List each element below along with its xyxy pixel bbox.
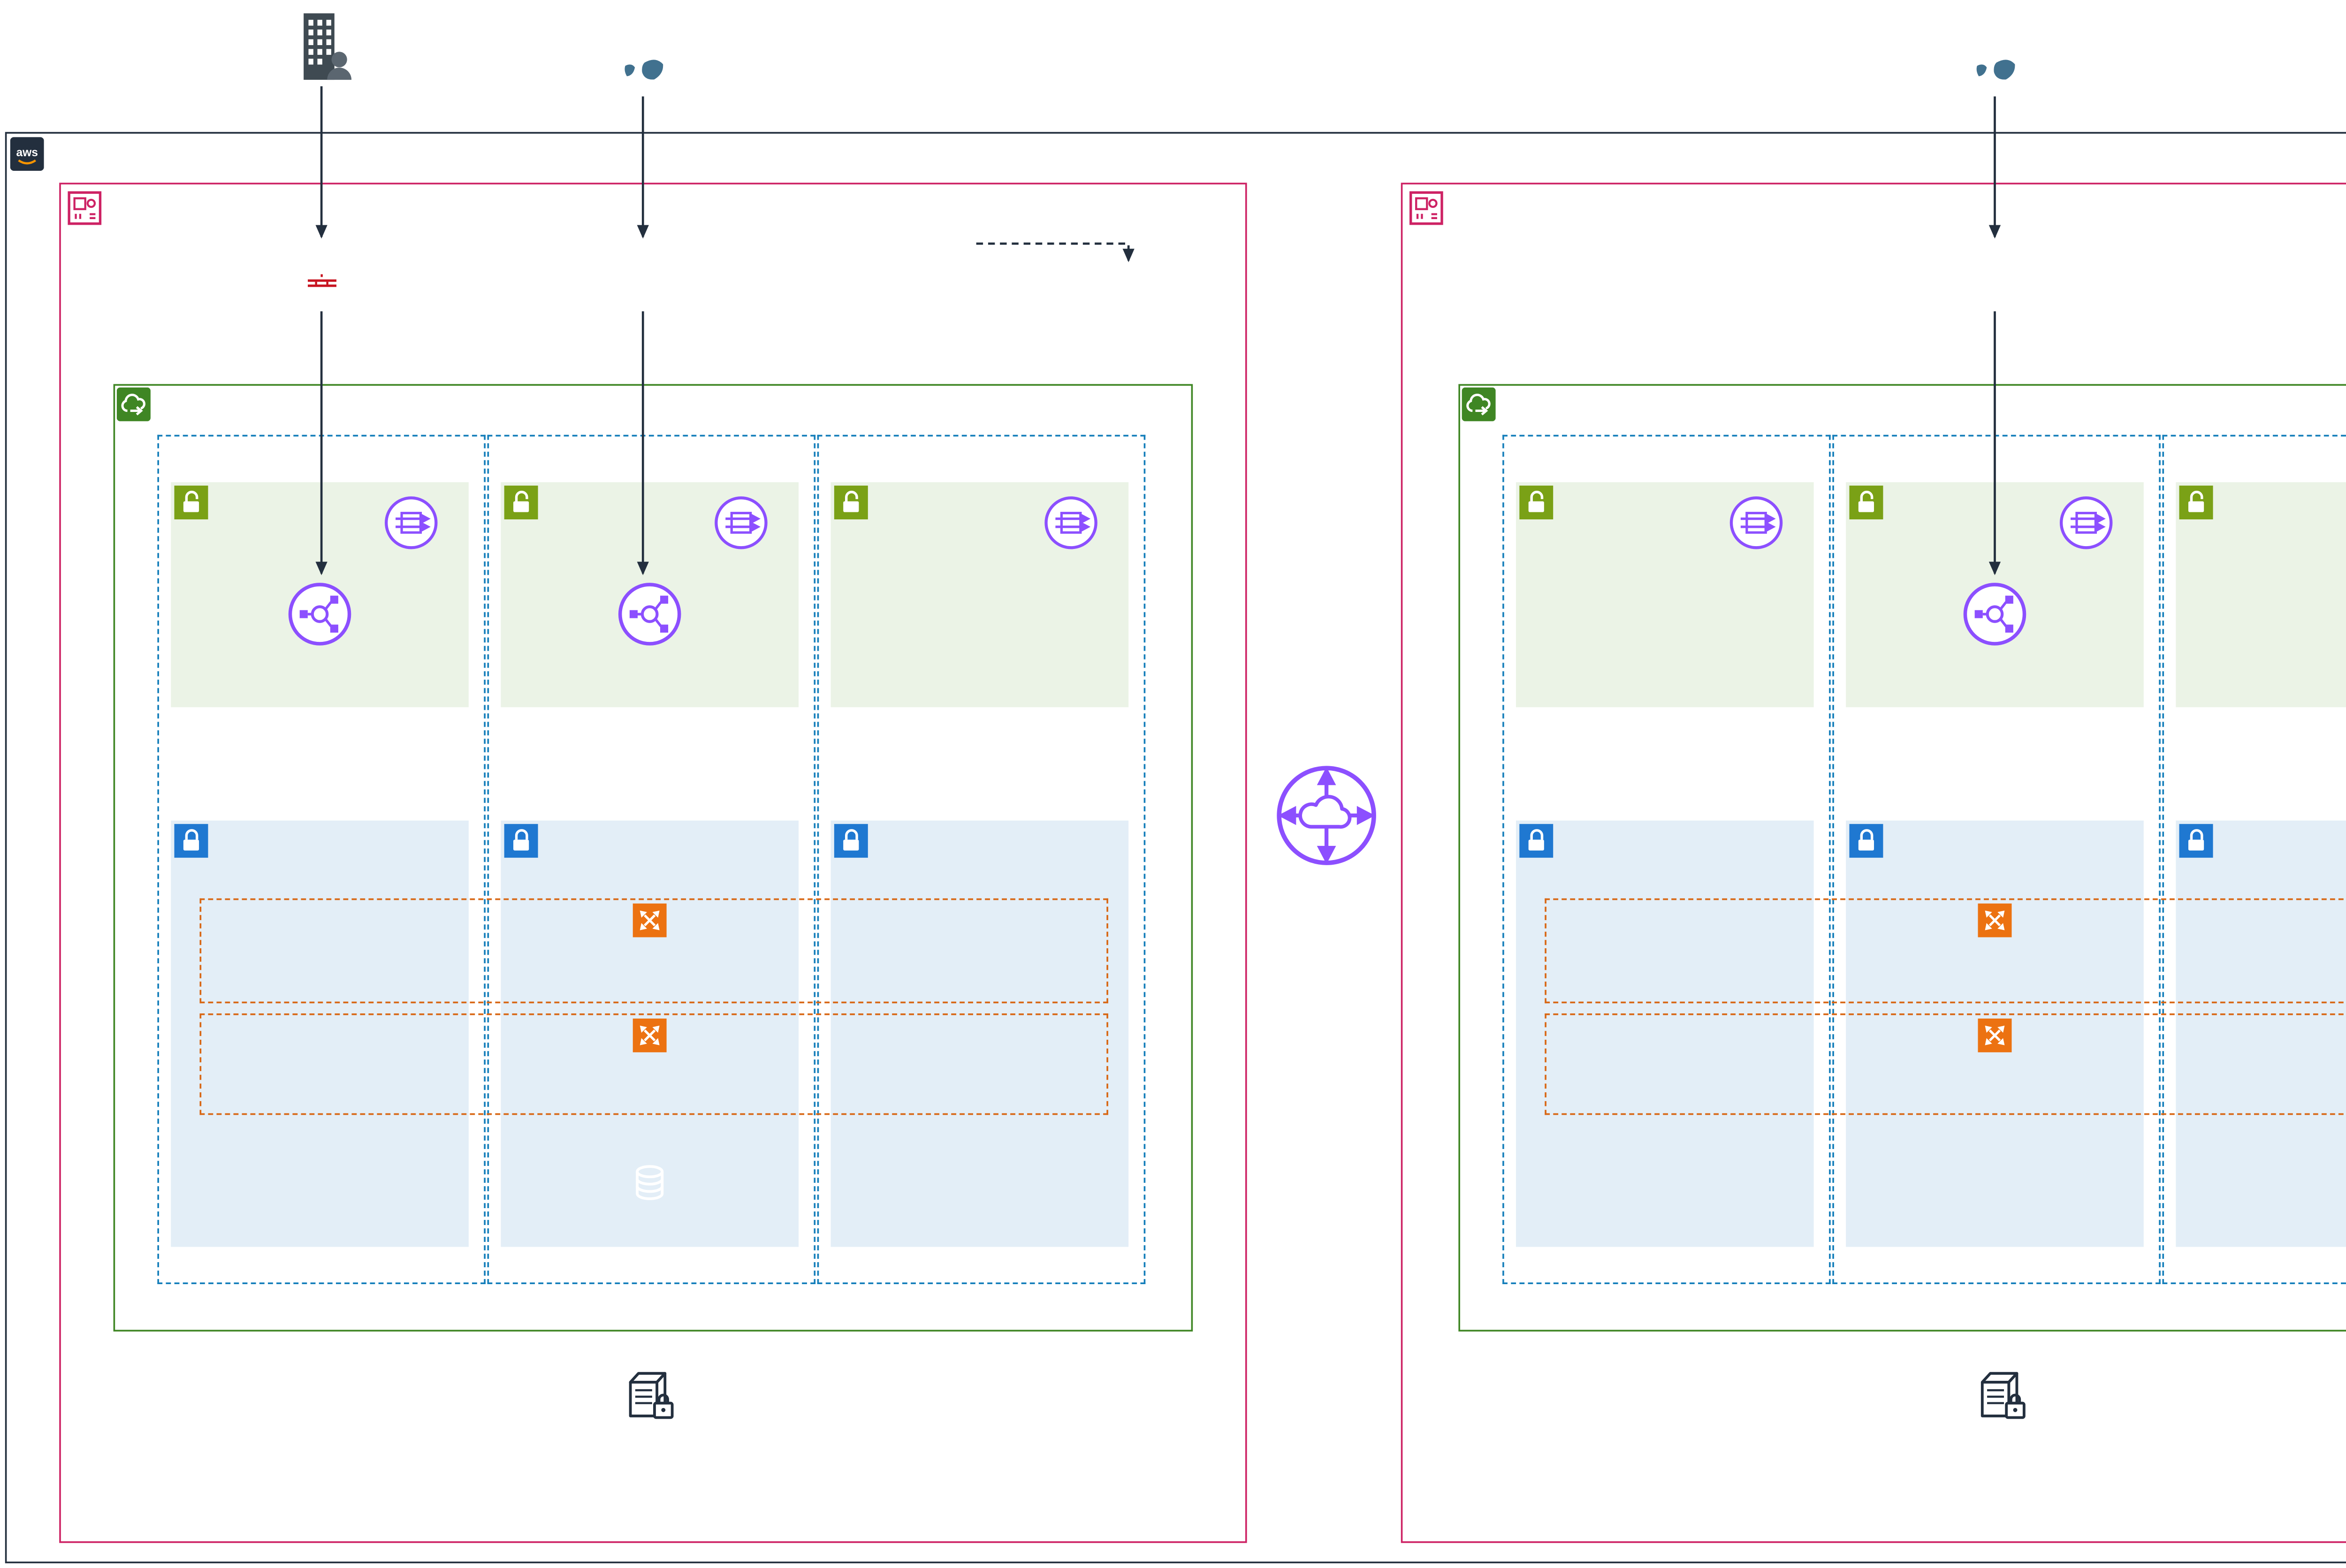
vpc-icon-explorer	[1462, 388, 1496, 421]
asg-icon	[633, 1019, 667, 1052]
public-subnet-explorer-1c	[2176, 482, 2346, 708]
private-subnet-icon	[2179, 824, 2213, 858]
ecr-icon-shared	[790, 1370, 848, 1428]
corporate-data-center-icon	[282, 8, 360, 86]
private-subnet-explorer-1a	[1516, 820, 1814, 1247]
alb-external-icon-explorer	[1963, 582, 2027, 646]
parameter-store-icon-shared	[617, 1363, 682, 1431]
shared-services-group-icon	[68, 191, 101, 225]
transit-gateway-icon	[1272, 761, 1381, 870]
availability-zone-shared-1c	[817, 434, 1146, 1284]
nat-gateway-icon	[1044, 496, 1098, 550]
availability-zone-explorer-1c	[2162, 434, 2346, 1284]
public-subnet-icon	[2179, 486, 2213, 519]
rds-icon	[619, 1152, 680, 1213]
alb-internal-icon	[288, 582, 352, 646]
nat-gateway-icon	[714, 496, 768, 550]
explorer-services-group-icon	[1409, 191, 1443, 225]
explorer-services-group	[1401, 183, 2346, 1543]
asg-ondemand-group-shared	[199, 1013, 1108, 1115]
private-subnet-icon	[834, 824, 868, 858]
availability-zone-shared-1b	[487, 434, 816, 1284]
parameter-store-icon-explorer	[1969, 1363, 2034, 1431]
asg-ondemand-group-explorer	[1545, 1013, 2346, 1115]
eks-icon-shared	[616, 712, 684, 780]
vpc-icon-shared	[117, 388, 151, 421]
nat-gateway-icon	[1729, 496, 1783, 550]
ecr-icon-explorer	[2149, 1370, 2207, 1428]
availability-zone-explorer-1a	[1502, 434, 1831, 1284]
public-subnet-icon	[504, 486, 538, 519]
aws-cloud-container	[5, 132, 2346, 1563]
shared-services-group	[59, 183, 1247, 1543]
acm-icon-explorer	[1798, 1370, 1856, 1428]
waf-icon-explorer	[1963, 245, 2027, 310]
asg-icon	[1978, 904, 2011, 937]
asg-icon	[1978, 1019, 2011, 1052]
asg-spot-group-shared	[199, 898, 1108, 1004]
private-subnet-explorer-1c	[2176, 820, 2346, 1247]
public-subnet-icon	[1519, 486, 1553, 519]
private-subnet-icon	[174, 824, 208, 858]
aws-logo-icon	[10, 137, 44, 171]
route53-icon-example	[919, 215, 976, 273]
route53-icon-shared-example	[1100, 271, 1158, 328]
vpc-container-shared	[113, 384, 1193, 1332]
availability-zone-explorer-1b	[1832, 434, 2161, 1284]
acm-icon-shared	[465, 1370, 523, 1428]
nat-gateway-icon	[384, 496, 438, 550]
public-subnet-icon	[834, 486, 868, 519]
internet-icon-left	[611, 30, 675, 95]
asg-icon	[633, 904, 667, 937]
private-subnet-shared-1c	[830, 820, 1129, 1247]
private-subnet-icon	[1519, 824, 1553, 858]
private-subnet-icon	[504, 824, 538, 858]
nat-gateway-icon	[2059, 496, 2113, 550]
asg-spot-group-explorer	[1545, 898, 2346, 1004]
alb-external-icon-shared	[617, 582, 682, 646]
internet-icon-right	[1963, 30, 2027, 95]
public-subnet-icon	[1849, 486, 1883, 519]
private-subnet-shared-1a	[171, 820, 469, 1247]
waf-icon-shared	[611, 245, 675, 310]
network-firewall-icon	[289, 245, 354, 310]
public-subnet-icon	[174, 486, 208, 519]
private-subnet-icon	[1849, 824, 1883, 858]
vpc-container-explorer	[1458, 384, 2346, 1332]
eks-icon-explorer	[1961, 712, 2028, 780]
